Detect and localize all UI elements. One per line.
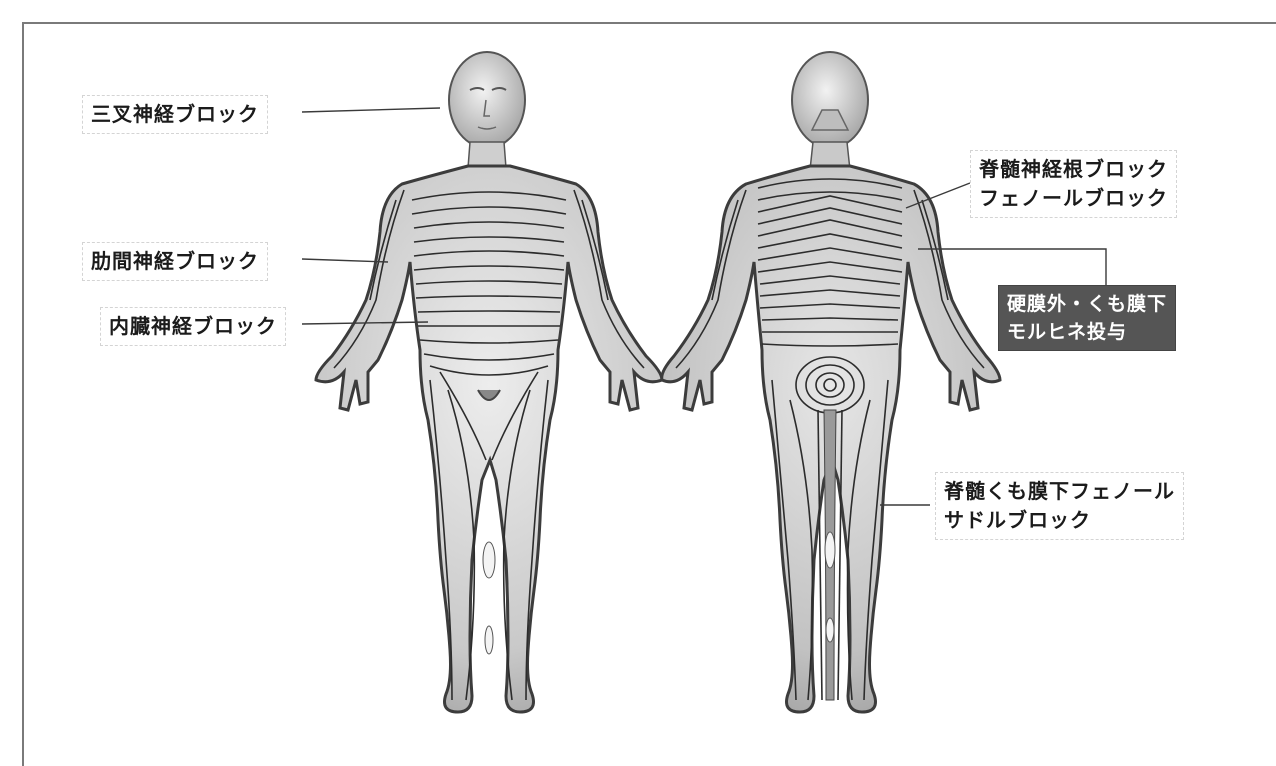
epidural-line1: 硬膜外・くも膜下 <box>1007 290 1167 318</box>
visceral-text: 内臓神経ブロック <box>109 312 277 341</box>
trigeminal-nerve-block-label: 三叉神経ブロック <box>82 95 268 134</box>
front-body-figure <box>316 52 662 712</box>
saddle-line1: 脊髄くも膜下フェノール <box>944 477 1175 506</box>
front-head <box>449 52 525 148</box>
back-head <box>792 52 868 148</box>
back-body-figure <box>662 52 1000 712</box>
visceral-nerve-block-label: 内臓神経ブロック <box>100 307 286 346</box>
epidural-line2: モルヒネ投与 <box>1007 318 1167 346</box>
spinal-root-line2: フェノールブロック <box>979 184 1168 213</box>
epidural-morphine-label: 硬膜外・くも膜下 モルヒネ投与 <box>998 285 1176 351</box>
saddle-line2: サドルブロック <box>944 506 1175 535</box>
intercostal-text: 肋間神経ブロック <box>91 247 259 276</box>
spinal-root-line1: 脊髄神経根ブロック <box>979 155 1168 184</box>
spinal-root-block-label: 脊髄神経根ブロック フェノールブロック <box>970 150 1177 218</box>
saddle-block-label: 脊髄くも膜下フェノール サドルブロック <box>935 472 1184 540</box>
intercostal-nerve-block-label: 肋間神経ブロック <box>82 242 268 281</box>
trigeminal-text: 三叉神経ブロック <box>91 100 259 129</box>
